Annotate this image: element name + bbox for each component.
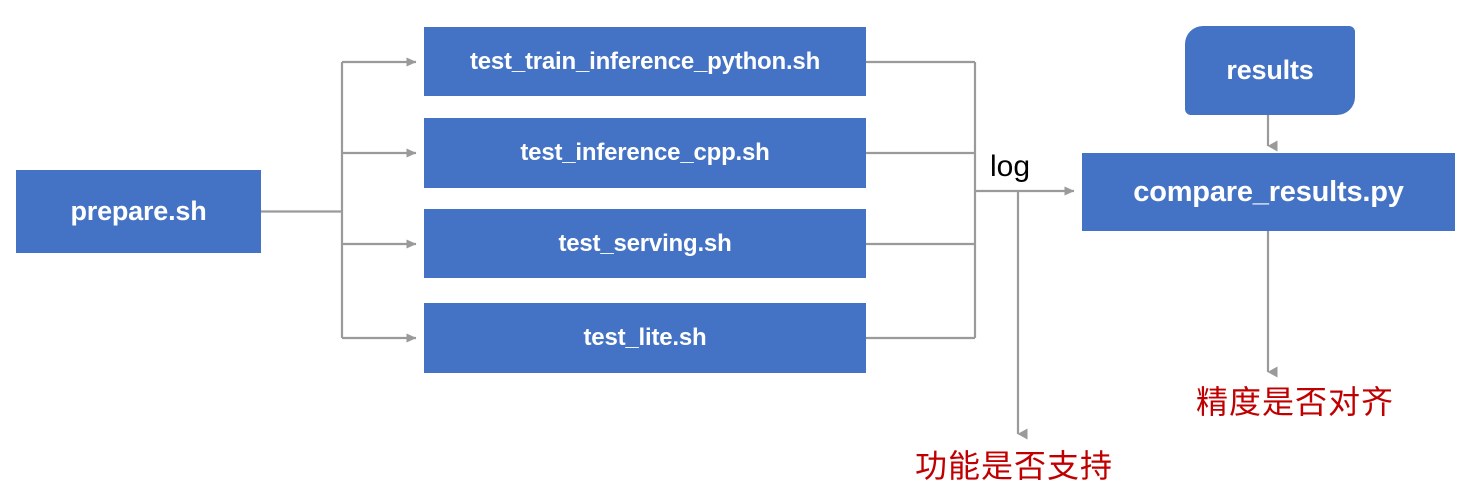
node-test-inference-cpp-sh[interactable]: test_inference_cpp.sh: [424, 118, 866, 188]
node-results[interactable]: results: [1185, 26, 1355, 115]
edge-label-log: log: [990, 150, 1031, 183]
node-test-serving-sh[interactable]: test_serving.sh: [424, 209, 866, 278]
annotation-precision-aligned: 精度是否对齐: [1196, 384, 1395, 420]
node-compare-results-py[interactable]: compare_results.py: [1082, 153, 1455, 231]
node-test-lite-sh[interactable]: test_lite.sh: [424, 303, 866, 373]
node-prepare-sh[interactable]: prepare.sh: [16, 170, 261, 253]
node-test-train-inference-python-sh[interactable]: test_train_inference_python.sh: [424, 27, 866, 96]
annotation-function-supported: 功能是否支持: [915, 448, 1114, 484]
